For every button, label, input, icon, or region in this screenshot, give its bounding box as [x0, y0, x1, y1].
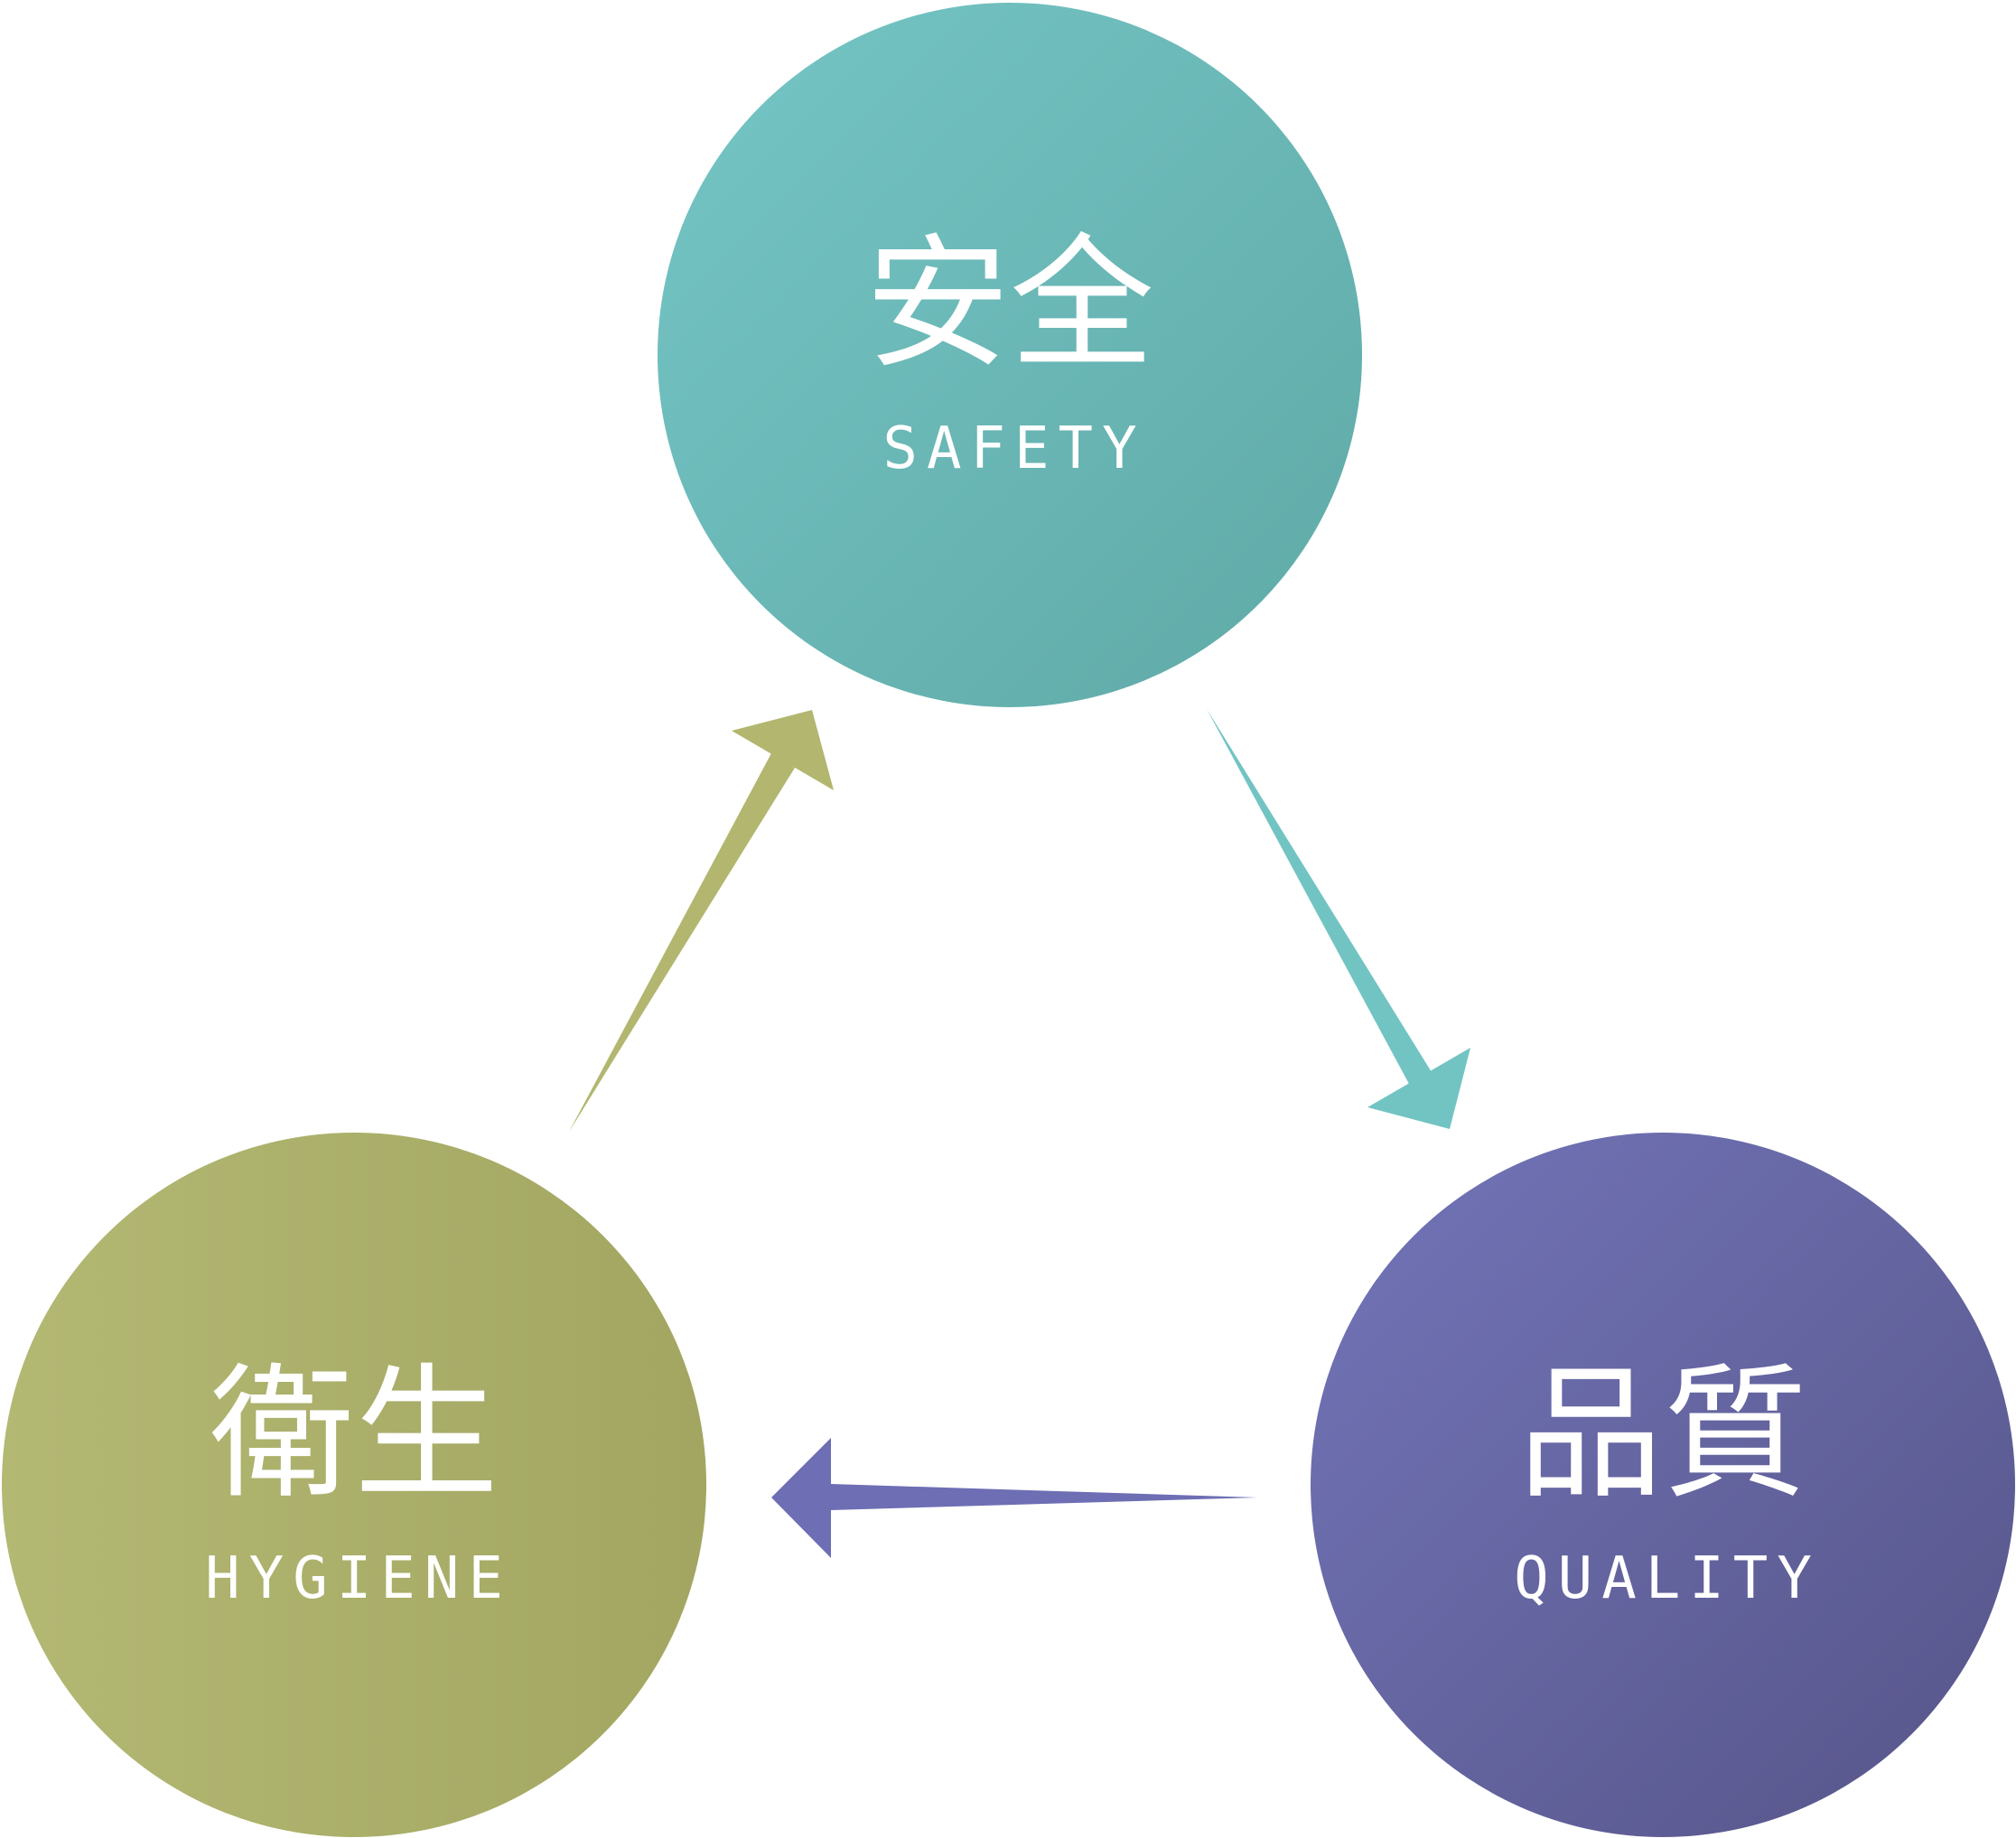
- arrow-hygiene-to-safety-head: [732, 710, 834, 790]
- quality-label: QUALITY: [1514, 1545, 1821, 1612]
- quality-node: 品質 QUALITY: [1311, 1133, 2015, 1837]
- quality-kanji: 品質: [1517, 1349, 1807, 1518]
- arrow-safety-to-quality-shaft: [1207, 709, 1432, 1084]
- arrow-safety-to-quality: [1207, 709, 1470, 1129]
- hygiene-kanji: 衛生: [209, 1349, 499, 1518]
- hygiene-label: HYGIENE: [205, 1545, 512, 1612]
- arrow-safety-to-quality-head: [1367, 1048, 1470, 1129]
- arrow-quality-to-hygiene-shaft: [831, 1484, 1257, 1510]
- safety-node: 安全 SAFETY: [658, 3, 1362, 707]
- hygiene-node: 衛生 HYGIENE: [2, 1133, 706, 1837]
- arrow-quality-to-hygiene: [771, 1438, 1257, 1558]
- safety-label: SAFETY: [882, 415, 1146, 482]
- arrow-hygiene-to-safety-shaft: [569, 753, 795, 1132]
- arrow-quality-to-hygiene-head: [771, 1438, 831, 1558]
- arrow-hygiene-to-safety: [569, 710, 834, 1132]
- safety-kanji: 安全: [864, 219, 1154, 388]
